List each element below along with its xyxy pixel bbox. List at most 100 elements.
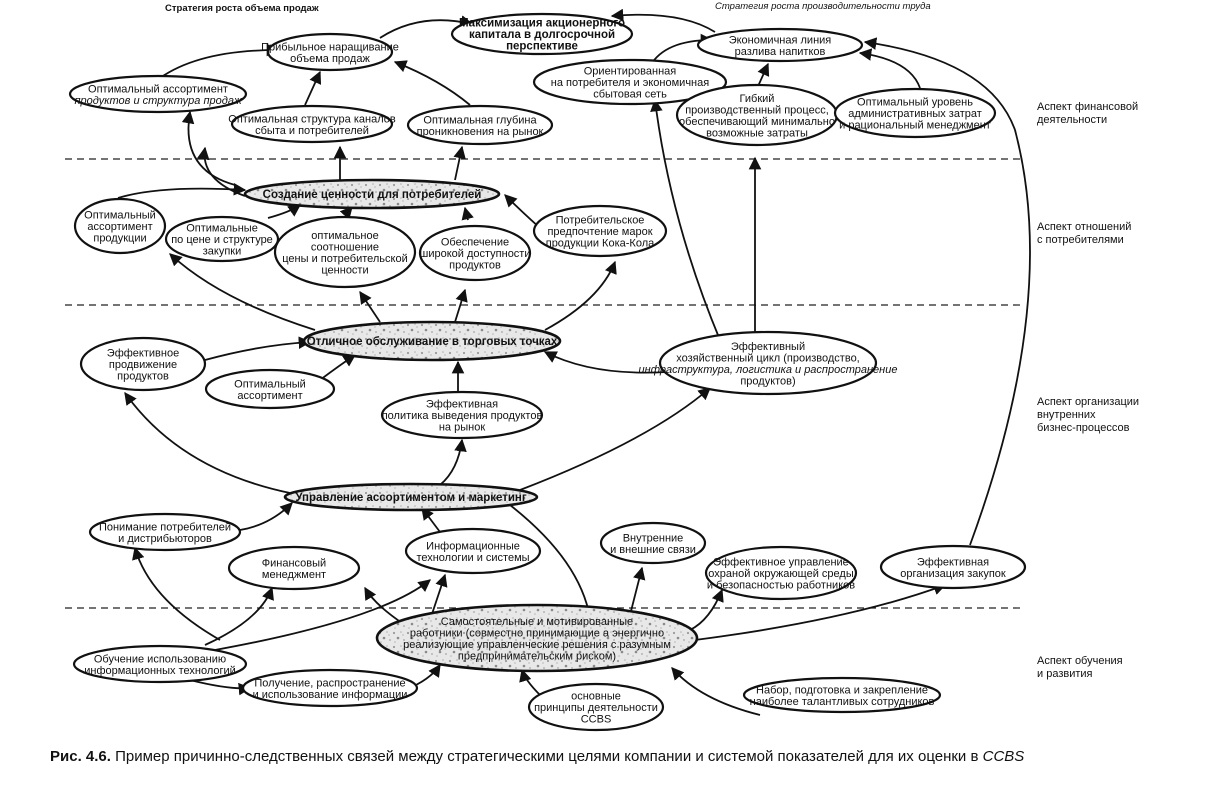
edge-training-to-finance — [204, 586, 274, 646]
node-label-line: Управление ассортиментом и маркетинг — [295, 492, 527, 504]
edge-service-to-brand — [544, 260, 617, 331]
node-label-line: Ориентированная — [584, 66, 677, 78]
edge-mgmt-to-promotion — [124, 391, 291, 494]
node-label-line: объема продаж — [290, 53, 370, 65]
node-label-line: инфраструктура, логистика и распростране… — [639, 364, 898, 376]
node-shape — [273, 215, 417, 289]
node-shape — [283, 482, 539, 512]
node-label-line: хозяйственный цикл (производство, — [676, 352, 860, 364]
node-label-line: Внутренние — [623, 532, 684, 544]
node-label-line: сбытовая сеть — [593, 89, 667, 101]
node-label-line: Гибкий — [740, 93, 775, 105]
node-label-line: перспективе — [506, 41, 578, 53]
node-label-line: менеджмент — [262, 569, 326, 581]
node-label-line: Оптимальные — [186, 223, 258, 235]
edge-mgmt-to-staff — [509, 504, 595, 620]
node-label-line: капитала в долгосрочной — [469, 29, 615, 41]
node-label-line: Эффективная — [426, 399, 498, 411]
node-label-line: Информационные — [426, 540, 520, 552]
edge-talent-to-staff — [671, 667, 761, 716]
edge-line-to-maximization — [610, 8, 716, 33]
header-left: Стратегия роста объема продаж — [165, 3, 319, 14]
node-shape — [266, 32, 394, 72]
edge-training-to-it — [214, 579, 431, 651]
caption-text: Пример причинно-следственных связей межд… — [110, 748, 983, 765]
node-label-line: цены и потребительской — [282, 253, 407, 265]
node-label-line: и безопасностью работников — [707, 580, 855, 592]
edge-promotion-to-service — [204, 336, 312, 361]
aspect-label-line: внутренних — [1037, 409, 1096, 421]
node-assortment-management: Управление ассортиментом и маркетинг — [283, 482, 539, 512]
node-label-line: Обеспечение — [441, 237, 509, 249]
node-shape — [72, 644, 248, 684]
node-label-line: Финансовый — [262, 557, 326, 569]
node-label-line: на потребителя и экономичная — [551, 77, 709, 89]
node-value-creation: Создание ценности для потребителей — [243, 178, 501, 210]
caption-italic: CCBS — [982, 748, 1025, 765]
edge-understanding-to-mgmt — [239, 502, 293, 531]
node-label-line: ассортимент — [237, 390, 302, 402]
node-label-line: информационных технологий — [84, 665, 236, 677]
node-shape — [164, 215, 280, 263]
node-shape — [375, 603, 699, 673]
node-shape — [302, 320, 562, 362]
node-label-line: и дистрибьюторов — [118, 533, 212, 545]
edge-procurement-to-line — [863, 37, 1031, 546]
edge-avail-to-value — [461, 206, 474, 221]
node-label-line: Прибыльное наращивание — [261, 41, 399, 53]
node-label-line: предпринимательским риском) — [458, 650, 616, 662]
node-label-line: CCBS — [581, 714, 612, 726]
node-label-line: продуктов) — [740, 375, 795, 387]
node-label-line: соотношение — [311, 241, 379, 253]
node-shape — [532, 58, 728, 106]
aspect-label-line: Аспект финансовой — [1037, 101, 1138, 113]
edge-staff-to-relations — [629, 566, 646, 616]
node-label-line: продвижение — [109, 359, 177, 371]
edge-value-to-penetration — [453, 145, 466, 181]
node-label-line: возможные затраты — [706, 127, 808, 139]
node-label-line: организация закупок — [900, 568, 1006, 580]
header-right: Стратегия роста производительности труда — [715, 1, 931, 12]
edge-assort-to-profit — [159, 43, 280, 79]
node-label-line: Эффективное — [107, 348, 179, 360]
node-shape — [527, 682, 665, 732]
node-label-line: Максимизация акционерного — [459, 18, 625, 30]
edge-principles-to-staff — [519, 668, 541, 696]
node-label-line: продуктов — [449, 260, 501, 272]
edge-cycle-to-oriented — [650, 98, 721, 341]
node-label-line: реализующие управленческие решения с раз… — [403, 639, 671, 651]
edge-admin-to-line — [858, 48, 921, 89]
edge-assortprod-to-value — [117, 183, 247, 199]
node-label-line: и рациональный менеджмент — [839, 120, 991, 132]
node-talent: Набор, подготовка и закреплениенаиболее … — [742, 676, 942, 714]
caption-label: Рис. 4.6. — [50, 748, 111, 765]
node-label-line: широкой доступности — [420, 248, 531, 260]
node-label-line: работники (совместно принимающие а энерг… — [410, 627, 664, 639]
node-shape — [658, 330, 878, 396]
node-label-line: основные — [571, 691, 621, 703]
node-shape — [696, 27, 864, 63]
node-label-line: наиболее талантливых сотрудников — [750, 696, 935, 708]
node-shape — [243, 178, 501, 210]
node-label-line: Самостоятельные и мотивированные — [441, 616, 633, 628]
node-label-line: Отличное обслуживание в торговых точках — [307, 336, 558, 348]
node-label-line: охраной окружающей среды — [708, 568, 854, 580]
node-label-line: Потребительское — [556, 215, 645, 227]
node-label-line: продуктов и структура продаж — [74, 95, 242, 107]
